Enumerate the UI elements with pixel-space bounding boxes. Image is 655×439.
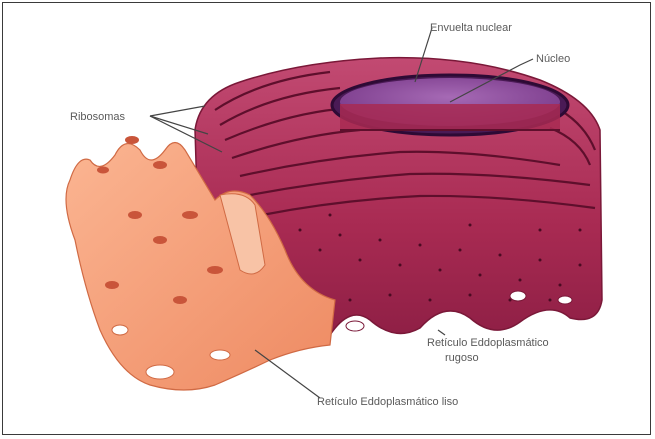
label-rough-er-line1: Retículo Eddoplasmático [427,337,549,349]
label-nuclear-envelope: Envuelta nuclear [430,22,512,34]
label-nucleus: Núcleo [536,53,570,65]
label-rough-er-line2: rugoso [445,352,479,364]
label-smooth-er: Retículo Eddoplasmático liso [317,396,458,408]
nucleus [332,75,568,135]
label-ribosomes: Ribosomas [70,111,126,123]
